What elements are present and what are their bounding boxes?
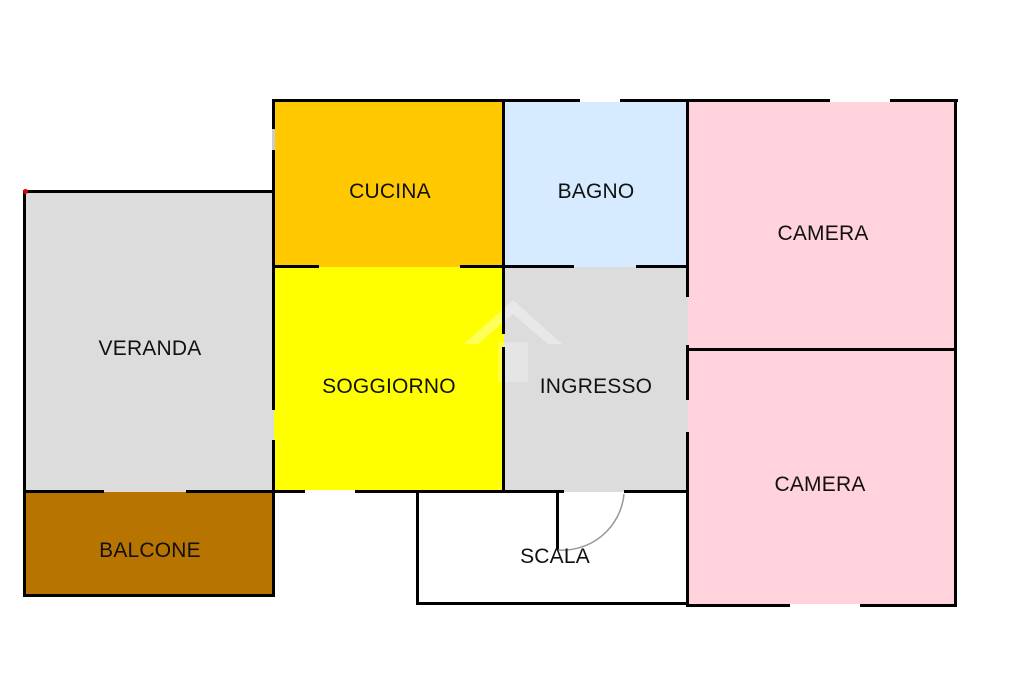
wall [23, 594, 275, 597]
window [580, 99, 620, 102]
wall [24, 190, 275, 193]
door-swing-icon [557, 493, 625, 551]
wall [502, 99, 505, 334]
label-balcone: BALCONE [99, 539, 201, 562]
window [830, 99, 890, 102]
room-camera-1 [688, 101, 956, 350]
wall [556, 492, 559, 550]
wall [272, 99, 275, 129]
room-cucina [274, 101, 504, 267]
corner-marker [23, 189, 28, 194]
wall [416, 492, 419, 605]
window [790, 604, 860, 607]
wall [688, 348, 957, 351]
label-soggiorno: SOGGIORNO [322, 375, 456, 398]
wall [272, 440, 275, 597]
window [272, 129, 275, 150]
wall [686, 432, 689, 606]
label-ingresso: INGRESSO [539, 375, 653, 398]
wall [686, 345, 689, 400]
wall [624, 490, 688, 493]
wall [24, 490, 104, 493]
label-camera-1: CAMERA [777, 222, 869, 245]
wall [186, 490, 276, 493]
wall [23, 190, 26, 597]
label-bagno: BAGNO [557, 180, 635, 203]
room-veranda [25, 191, 274, 492]
wall [502, 347, 505, 493]
room-balcone [25, 492, 274, 595]
wall [460, 265, 504, 268]
wall [416, 602, 688, 605]
wall [636, 265, 688, 268]
label-camera-2: CAMERA [774, 473, 866, 496]
wall [686, 99, 689, 297]
room-scala [418, 492, 688, 604]
room-bagno [504, 101, 688, 267]
label-veranda: VERANDA [98, 337, 202, 360]
room-soggiorno [274, 267, 504, 492]
wall [272, 150, 275, 410]
room-camera-2 [688, 350, 956, 606]
wall [504, 265, 574, 268]
label-cucina: CUCINA [349, 180, 431, 203]
wall [954, 99, 957, 607]
wall [274, 490, 564, 493]
window [305, 490, 355, 493]
wall [274, 265, 319, 268]
label-scala: SCALA [520, 545, 590, 568]
room-ingresso [504, 267, 688, 492]
